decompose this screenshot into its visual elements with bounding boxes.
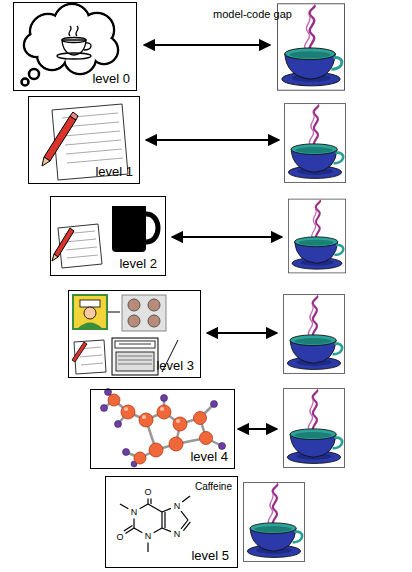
atom-label: O bbox=[115, 533, 124, 542]
coffee-cup bbox=[243, 483, 304, 562]
coffee-cup bbox=[283, 389, 344, 468]
level-box: level 4 bbox=[90, 389, 235, 469]
atom-label: O bbox=[143, 488, 152, 497]
caffeine-structure bbox=[120, 496, 190, 552]
chemical-bond bbox=[133, 519, 134, 529]
chemical-bond bbox=[154, 528, 162, 533]
chemical-bond bbox=[147, 499, 148, 505]
level-label: level 1 bbox=[95, 165, 133, 179]
chemical-bond bbox=[140, 504, 148, 509]
level-label: level 3 bbox=[156, 359, 194, 373]
chemical-bond bbox=[181, 511, 188, 520]
gap-arrows bbox=[144, 45, 282, 429]
atom-label: N bbox=[130, 508, 139, 517]
level-box: Caffeine level 5 bbox=[105, 476, 238, 568]
coffee-cup bbox=[283, 295, 344, 374]
level-box: level 1 bbox=[28, 96, 140, 184]
chemical-bond bbox=[120, 504, 128, 509]
atom-label: N bbox=[173, 530, 182, 539]
chemical-bond bbox=[147, 543, 148, 553]
chemical-bond bbox=[182, 496, 190, 502]
coffee-cup bbox=[288, 199, 345, 273]
level-label: level 0 bbox=[92, 72, 130, 86]
chemical-bond bbox=[164, 512, 165, 528]
level-label: level 5 bbox=[191, 549, 229, 563]
molecule-name: Caffeine bbox=[195, 481, 232, 492]
level-label: level 4 bbox=[190, 450, 228, 464]
gap-label: model-code gap bbox=[213, 9, 292, 20]
chemical-bond bbox=[181, 520, 188, 529]
chemical-bond bbox=[150, 499, 151, 505]
level-box: level 2 bbox=[50, 196, 166, 276]
coffee-cup bbox=[284, 104, 345, 183]
atom-label: N bbox=[144, 532, 153, 541]
chemical-bond bbox=[162, 508, 171, 512]
atom-label: N bbox=[173, 502, 182, 511]
chemical-bond bbox=[183, 522, 190, 531]
chemical-bond bbox=[161, 512, 162, 528]
chemical-bond bbox=[124, 525, 133, 530]
chemical-bond bbox=[148, 504, 162, 512]
chemical-bond bbox=[134, 528, 142, 533]
chemical-bond bbox=[162, 528, 171, 532]
level-box: level 0 bbox=[13, 2, 137, 91]
level-label: level 2 bbox=[119, 257, 157, 271]
level-box: level 3 bbox=[68, 290, 201, 378]
